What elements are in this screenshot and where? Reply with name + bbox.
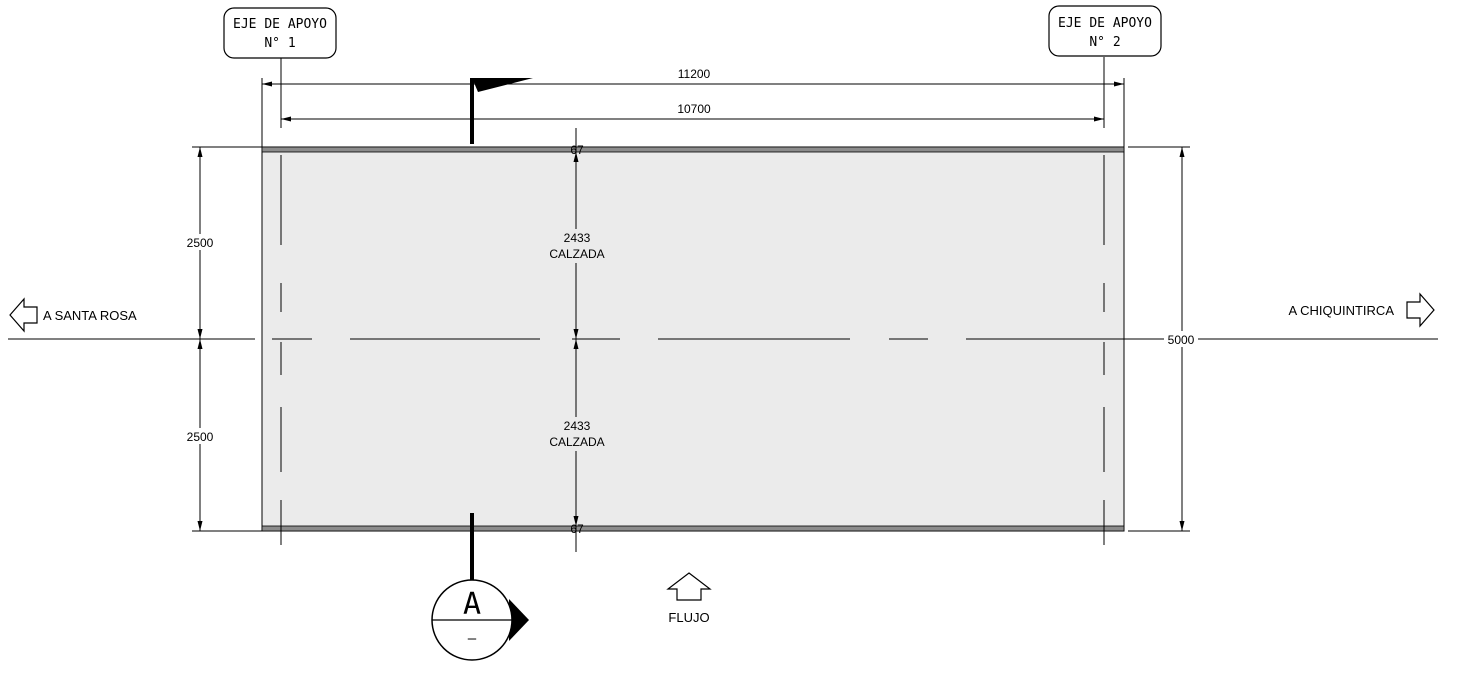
svg-text:N° 2: N° 2	[1089, 35, 1120, 50]
dimension-left-upper: 2500	[187, 236, 214, 250]
direction-left-label: A SANTA ROSA	[43, 308, 137, 323]
dimension-left-lower: 2500	[187, 430, 214, 444]
svg-text:–: –	[468, 631, 477, 647]
svg-text:10700: 10700	[677, 102, 711, 116]
top-curb-band	[261, 146, 1125, 153]
flow-label: FLUJO	[668, 610, 709, 625]
svg-text:A: A	[463, 587, 481, 622]
lane-lower-width: 2433	[564, 419, 591, 433]
dimension-left-width	[192, 146, 262, 532]
arrow-left-icon	[9, 297, 38, 333]
dimension-total-width: 5000	[1168, 333, 1195, 347]
svg-text:EJE DE APOYO: EJE DE APOYO	[233, 17, 327, 32]
direction-right-label: A CHIQUINTIRCA	[1289, 303, 1395, 318]
edge-bottom-dim: 67	[570, 522, 584, 536]
dimension-lanes	[573, 128, 579, 552]
svg-text:EJE DE APOYO: EJE DE APOYO	[1058, 16, 1152, 31]
dimension-total-length: 11200	[261, 67, 1125, 147]
edge-top-dim: 67	[570, 143, 584, 157]
flow-arrow-icon	[666, 572, 712, 601]
support-label-1: EJE DE APOYO N° 1	[223, 7, 337, 59]
section-marker: A –	[431, 513, 529, 661]
svg-text:N° 1: N° 1	[264, 36, 295, 51]
bottom-curb-band	[261, 525, 1125, 532]
lane-upper-label: CALZADA	[549, 247, 604, 261]
north-flag-icon	[470, 78, 533, 144]
support-label-2: EJE DE APOYO N° 2	[1048, 5, 1162, 57]
dimension-span-length: 10700	[281, 102, 1104, 122]
arrow-right-icon	[1406, 292, 1435, 328]
lane-lower-label: CALZADA	[549, 435, 604, 449]
lane-upper-width: 2433	[564, 231, 591, 245]
svg-text:11200: 11200	[678, 67, 711, 81]
